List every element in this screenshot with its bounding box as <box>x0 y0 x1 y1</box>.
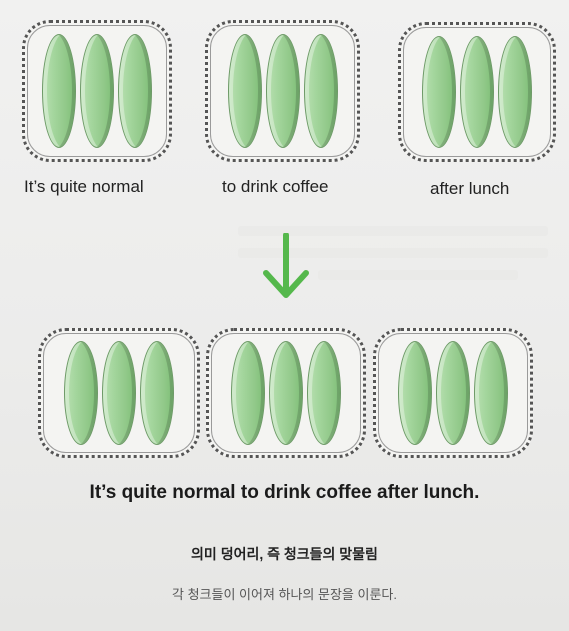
bleed-through-line <box>238 226 548 236</box>
chunk-disc <box>307 341 341 445</box>
chunk-label-3: after lunch <box>430 179 510 198</box>
chunk-label-2: to drink coffee <box>222 177 329 196</box>
chunk-disc <box>474 341 508 445</box>
chunk-disc <box>498 36 532 148</box>
chunk-disc <box>231 341 265 445</box>
chunk-disc <box>265 34 300 148</box>
chunk-disc <box>80 34 114 148</box>
caption-title: 의미 덩어리, 즉 청크들의 맞물림 <box>191 546 378 562</box>
caption-body: 각 청크들이 이어져 하나의 문장을 이룬다. <box>172 587 397 602</box>
arrow-down-icon <box>263 233 309 298</box>
chunk-disc <box>118 34 152 148</box>
bleed-through-line <box>238 248 548 258</box>
chunk-disc <box>42 34 76 148</box>
bleed-through-line <box>318 270 518 280</box>
chunk-disc <box>269 341 303 445</box>
chunk-disc <box>398 341 432 445</box>
bottom-chunk-box-3 <box>373 328 533 458</box>
chunk-disc <box>102 341 136 445</box>
top-chunk-box-1 <box>22 20 172 162</box>
top-chunk-box-2 <box>205 20 360 162</box>
bottom-chunk-box-2 <box>206 328 366 458</box>
chunk-disc <box>303 34 338 148</box>
bottom-chunk-box-1 <box>38 328 200 458</box>
chunk-disc <box>140 341 174 445</box>
chunk-label-1: It’s quite normal <box>24 177 144 196</box>
chunk-disc <box>460 36 494 148</box>
chunk-disc <box>227 34 262 148</box>
chunk-disc <box>64 341 98 445</box>
top-chunk-box-3 <box>398 22 556 162</box>
full-sentence: It’s quite normal to drink coffee after … <box>89 482 480 503</box>
chunk-disc <box>422 36 456 148</box>
chunk-disc <box>436 341 470 445</box>
